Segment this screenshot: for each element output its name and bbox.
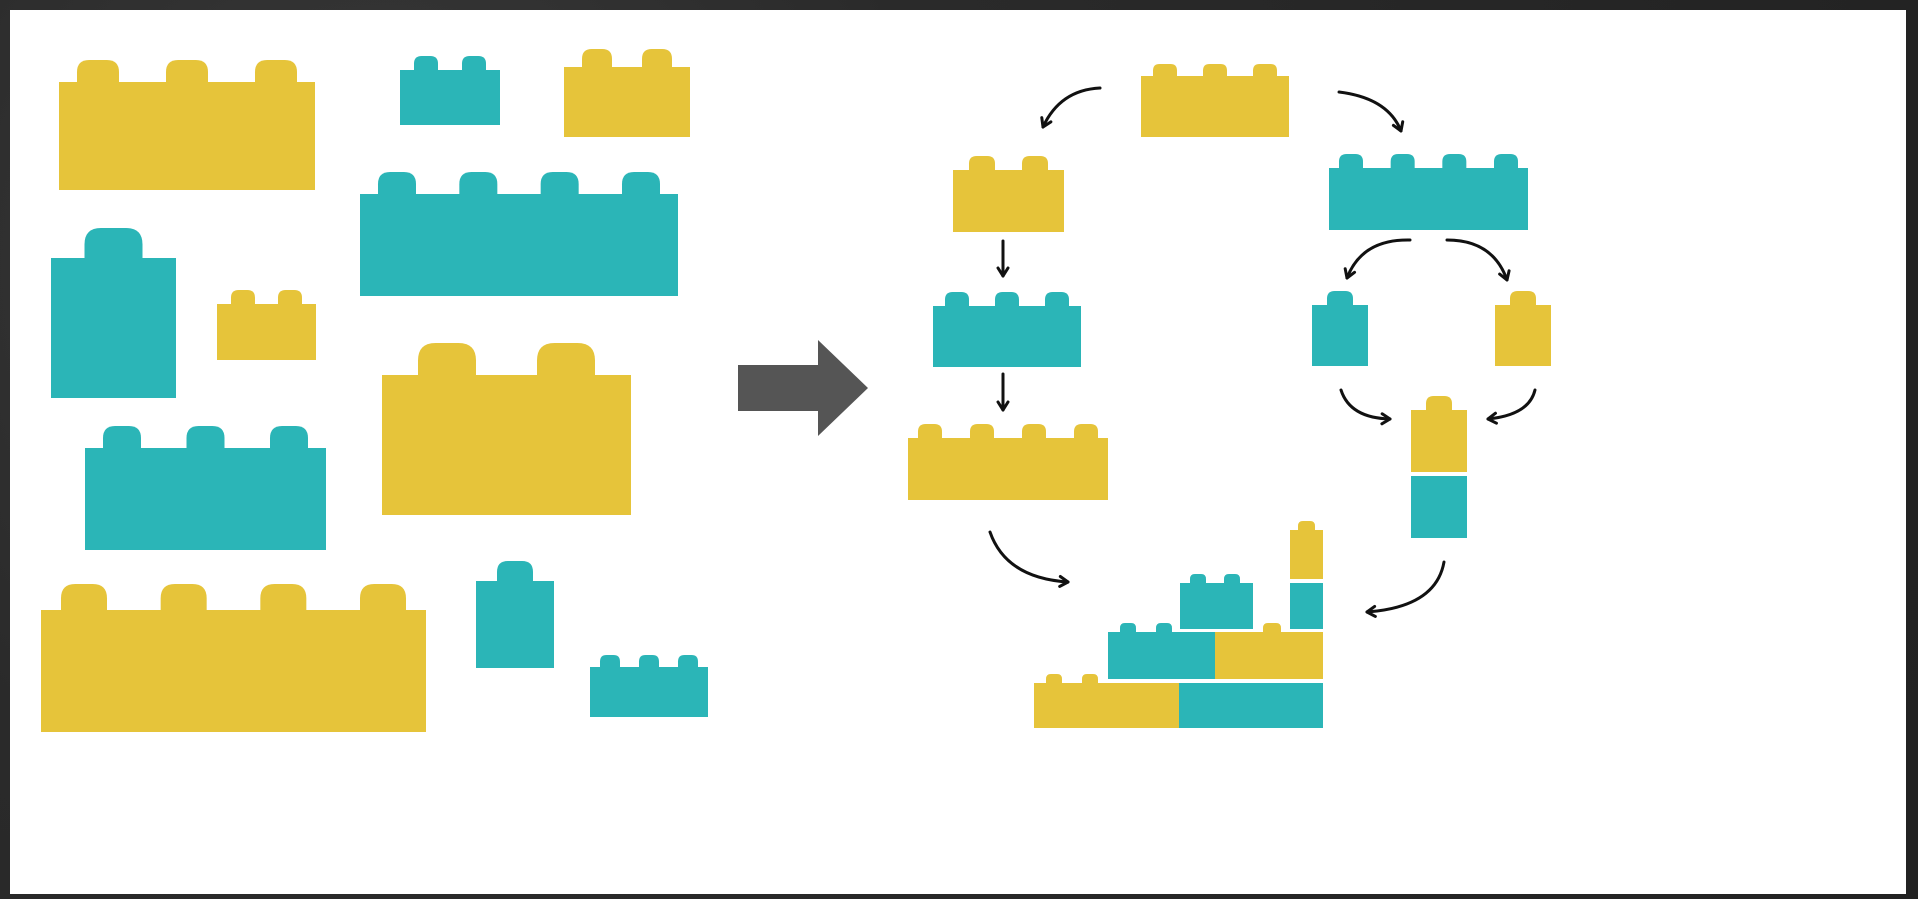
brick-stud	[639, 655, 659, 667]
brick-stud	[1074, 424, 1098, 438]
flow-arrows	[988, 86, 1537, 618]
brick-stud	[1022, 156, 1048, 170]
brick-stud	[540, 172, 579, 194]
brick-stud	[582, 49, 612, 67]
curved-arrow-icon	[1486, 388, 1537, 425]
brick-stud	[459, 172, 498, 194]
brick-stud	[945, 292, 969, 306]
brick-stud	[969, 156, 995, 170]
brick-stud	[1339, 154, 1363, 168]
curved-arrow-icon	[1365, 560, 1446, 618]
brick-stud	[600, 655, 620, 667]
yellow-brick	[908, 424, 1108, 500]
curved-arrow-icon	[1337, 90, 1405, 133]
yellow-brick	[564, 49, 690, 137]
teal-brick	[1108, 623, 1215, 679]
yellow-brick	[1141, 64, 1289, 137]
brick-stud	[1082, 674, 1098, 683]
brick-stud	[186, 426, 225, 448]
brick-stud	[378, 172, 416, 194]
brick-stud	[497, 561, 533, 581]
curved-arrow-icon	[1339, 388, 1392, 426]
curved-arrow-icon	[1343, 238, 1412, 280]
brick-stud	[1224, 574, 1240, 583]
teal-brick	[1411, 476, 1467, 538]
brick-stud	[255, 60, 297, 82]
brick-stud	[1190, 574, 1206, 583]
brick-stud	[418, 343, 476, 375]
yellow-brick	[59, 60, 315, 190]
brick-stud	[1390, 154, 1415, 168]
teal-brick	[400, 56, 500, 125]
brick-stud	[270, 426, 308, 448]
brick-stud	[166, 60, 208, 82]
brick-stud	[918, 424, 942, 438]
teal-brick	[1290, 583, 1323, 629]
brick-stud	[462, 56, 486, 70]
yellow-brick	[382, 343, 631, 515]
brick-stud	[970, 424, 994, 438]
brick-stud	[1442, 154, 1467, 168]
yellow-brick	[1215, 623, 1323, 679]
brick-stud	[103, 426, 141, 448]
unsorted-bricks	[41, 49, 708, 732]
curved-arrow-icon	[1445, 238, 1511, 282]
brick-stud	[1510, 291, 1536, 305]
brick-stud	[360, 584, 406, 610]
lego-diagram	[41, 49, 1551, 732]
brick-stud	[1022, 424, 1046, 438]
teal-brick	[85, 426, 326, 550]
teal-brick	[933, 292, 1081, 367]
brick-stud	[278, 290, 302, 304]
yellow-brick	[217, 290, 316, 360]
brick-stud	[1298, 521, 1315, 530]
brick-stud	[231, 290, 255, 304]
brick-stud	[537, 343, 595, 375]
brick-stud	[1203, 64, 1227, 76]
brick-stud	[1156, 623, 1172, 632]
brick-stud	[1494, 154, 1518, 168]
yellow-brick	[1495, 291, 1551, 366]
teal-brick	[51, 228, 176, 398]
brick-stud	[1426, 396, 1452, 410]
brick-stud	[1327, 291, 1353, 305]
diagram-canvas	[10, 10, 1906, 894]
brick-stud	[642, 49, 672, 67]
brick-stud	[77, 60, 119, 82]
brick-stud	[1153, 64, 1177, 76]
teal-brick	[1179, 683, 1323, 728]
yellow-brick	[953, 156, 1064, 232]
yellow-brick	[41, 584, 426, 732]
process-arrow-shape	[738, 340, 868, 436]
brick-stud	[84, 228, 143, 258]
brick-stud	[678, 655, 698, 667]
teal-brick	[360, 172, 678, 296]
brick-stud	[1046, 674, 1062, 683]
brick-stud	[160, 584, 207, 610]
teal-brick	[590, 655, 708, 717]
brick-stud	[61, 584, 107, 610]
brick-stud	[1263, 623, 1281, 632]
teal-brick	[1329, 154, 1528, 230]
yellow-brick	[1411, 396, 1467, 472]
brick-stud	[995, 292, 1019, 306]
sorted-bricks	[908, 64, 1551, 728]
teal-brick	[1180, 574, 1253, 629]
yellow-brick	[1034, 674, 1179, 728]
brick-stud	[1120, 623, 1136, 632]
yellow-brick	[1290, 521, 1323, 579]
brick-stud	[622, 172, 660, 194]
brick-stud	[414, 56, 438, 70]
brick-stud	[260, 584, 307, 610]
brick-stud	[1045, 292, 1069, 306]
curved-arrow-icon	[988, 530, 1070, 588]
teal-brick	[476, 561, 554, 668]
teal-brick	[1312, 291, 1368, 366]
brick-stud	[1253, 64, 1277, 76]
curved-arrow-icon	[1040, 86, 1102, 129]
right-arrow-icon	[738, 340, 868, 436]
